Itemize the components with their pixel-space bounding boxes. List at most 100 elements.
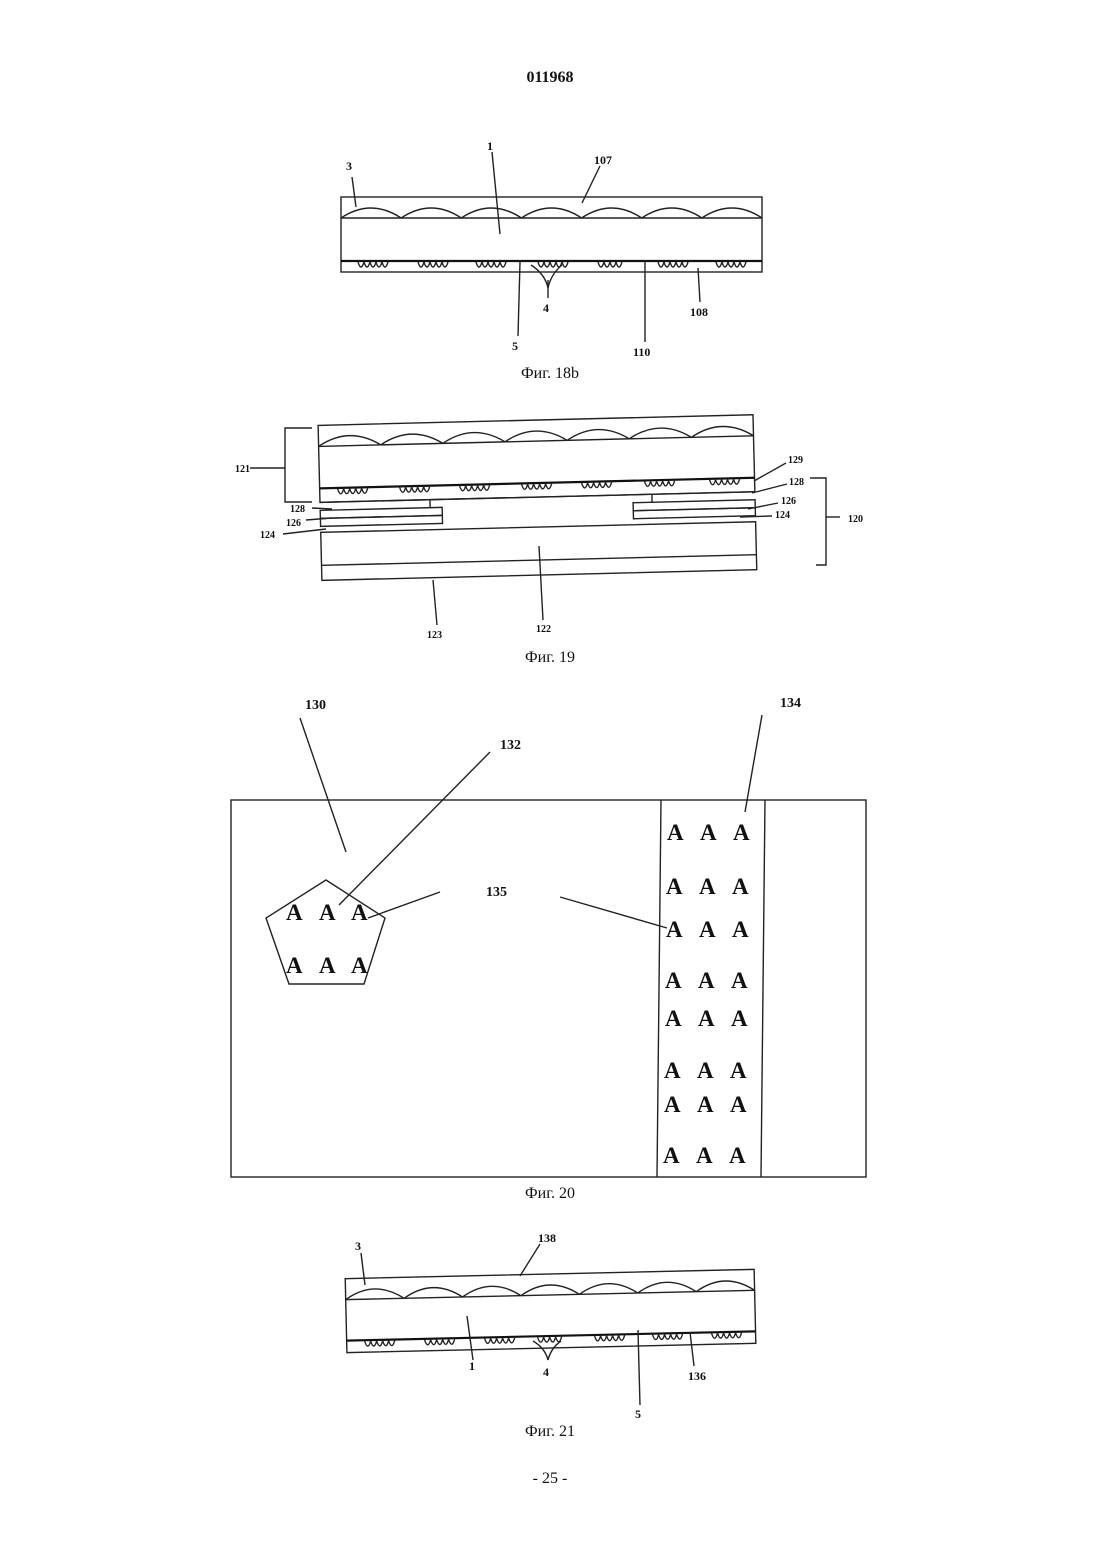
microtext-glyph: A [319,953,336,978]
label-134: 134 [780,696,801,711]
microimage-cluster [400,487,430,493]
microtext-glyph: A [700,820,717,845]
fig18b-lens-array [341,208,762,218]
microtext-glyph: A [665,968,682,993]
label-128: 128 [789,477,804,488]
fig19-leader-126a [748,503,778,509]
microtext-glyph: A [665,1006,682,1031]
figure-19: 121 129 128 126 124 120 128 126 124 123 … [235,415,863,666]
lens-element [521,208,581,218]
label-108: 108 [690,305,708,319]
microtext-glyph: A [663,1143,680,1168]
label-4: 4 [543,1365,549,1379]
microimage-cluster [645,481,675,487]
microimage-cluster [658,262,688,267]
microtext-glyph: A [731,968,748,993]
fig21-leader-138 [520,1244,540,1276]
label-3: 3 [346,159,352,173]
fig19-leader-129 [754,463,786,481]
lens-element [642,208,702,218]
microtext-glyph: A [666,874,683,899]
microtext-glyph: A [730,1058,747,1083]
lens-element [461,208,521,218]
microimage-cluster [595,1335,625,1341]
fig19-assembly [318,415,757,581]
fig19-leader-128b [312,508,332,509]
fig20-leader-135-left [368,892,440,918]
microtext-glyph: A [351,900,368,925]
fig19-lens-array [318,426,753,447]
figure-20: AAAAAAAAAAAAAAAAAAAAAAAAAAAAAA 130 132 1… [231,696,866,1202]
microimage-cluster [338,488,368,494]
lens-element [702,208,762,218]
microimage-cluster [476,262,506,267]
microimage-cluster [716,262,746,267]
fig20-caption: Фиг. 20 [525,1185,575,1202]
fig21-caption: Фиг. 21 [525,1423,575,1440]
microtext-glyph: A [351,953,368,978]
microimage-cluster [522,484,552,490]
fig19-leader-126b [306,518,332,520]
microtext-glyph: A [666,917,683,942]
fig19-bracket-121 [285,428,312,502]
fig21-bracket-4 [533,1341,561,1360]
fig21-leader-136 [690,1332,694,1366]
microtext-glyph: A [733,820,750,845]
lens-element [582,208,642,218]
document-number: 011968 [526,69,573,86]
label-5: 5 [635,1407,641,1421]
lens-element [401,208,461,218]
microtext-glyph: A [697,1058,714,1083]
fig20-leader-130 [300,718,346,852]
fig19-leader-128a [752,484,787,493]
microimage-cluster [712,1333,742,1339]
fig18b-caption: Фиг. 18b [521,365,579,382]
microtext-glyph: A [698,968,715,993]
fig19-left-pad-124 [320,515,442,526]
microtext-glyph: A [667,820,684,845]
fig19-leader-124a [740,516,772,517]
microtext-glyph: A [699,874,716,899]
label-124: 124 [775,510,790,521]
microtext-glyph: A [729,1143,746,1168]
microtext-glyph: A [664,1092,681,1117]
microimage-cluster [538,262,568,267]
label-138: 138 [538,1231,556,1245]
fig20-leader-135-right [560,897,667,928]
microtext-glyph: A [696,1143,713,1168]
fig21-leader-3 [361,1253,365,1285]
microimage-cluster [653,1334,683,1340]
microtext-glyph: A [664,1058,681,1083]
fig21-lens-array [345,1280,754,1299]
label-5: 5 [512,339,518,353]
label-123: 123 [427,630,442,641]
figure-21: 3 138 1 4 136 5 Фиг. 21 [345,1231,756,1440]
label-124-left: 124 [260,530,275,541]
fig20-document [231,800,866,1177]
label-3: 3 [355,1239,361,1253]
microimage-cluster [538,1337,562,1343]
microimage-cluster [425,1339,455,1345]
fig20-leader-134 [745,715,762,812]
fig21-leader-5 [638,1330,640,1405]
fig20-strip-left-edge [657,800,661,1177]
fig19-bracket-120 [810,478,826,565]
microtext-glyph: A [731,1006,748,1031]
label-1: 1 [469,1359,475,1373]
page-number: - 25 - [533,1470,568,1487]
label-121: 121 [235,464,250,475]
fig20-strip-right-edge [761,800,765,1177]
fig18b-leader-1 [492,152,500,234]
label-130: 130 [305,698,326,713]
fig18b-bracket-4 [531,265,562,288]
label-128-left: 128 [290,504,305,515]
fig21-assembly [345,1269,756,1352]
label-4: 4 [543,301,549,315]
microimage-cluster [358,262,388,267]
label-107: 107 [594,153,612,167]
microtext-glyph: A [697,1092,714,1117]
microtext-glyph: A [699,917,716,942]
microimage-cluster [582,482,612,488]
